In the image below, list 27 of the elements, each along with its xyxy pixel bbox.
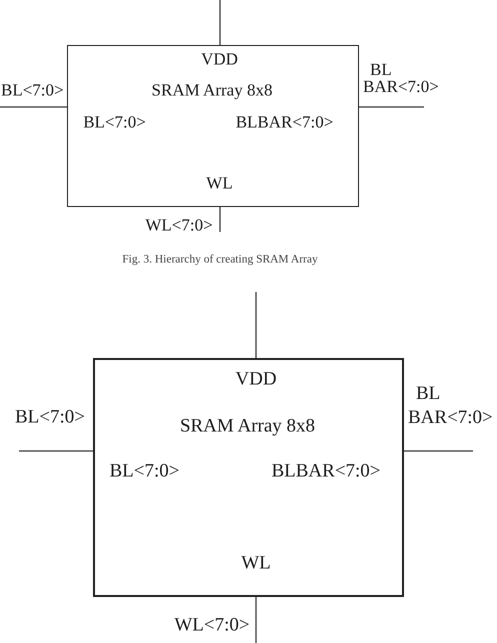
pin-label: BLBAR<7:0> bbox=[236, 113, 334, 130]
pin-label: VDD bbox=[201, 50, 238, 67]
block-symbol bbox=[93, 358, 404, 597]
pin-label: WL bbox=[206, 174, 233, 191]
pin-line bbox=[359, 106, 424, 108]
block-title: SRAM Array 8x8 bbox=[152, 81, 272, 98]
pin-label: WL bbox=[241, 554, 271, 572]
pin-label: WL<7:0> bbox=[145, 216, 213, 234]
block-symbol bbox=[67, 45, 359, 207]
figure-caption: Fig. 3. Hierarchy of creating SRAM Array bbox=[122, 254, 318, 266]
pin-label: BL BAR<7:0> bbox=[408, 382, 493, 430]
pin-line bbox=[0, 106, 67, 108]
pin-label: BL<7:0> bbox=[15, 408, 85, 426]
pin-line bbox=[404, 450, 473, 452]
pin-label: VDD bbox=[235, 370, 277, 388]
pin-line bbox=[255, 292, 257, 358]
pin-line bbox=[219, 207, 221, 232]
pin-line bbox=[19, 450, 93, 452]
pin-label: BL<7:0> bbox=[110, 462, 180, 480]
pin-label: WL<7:0> bbox=[174, 616, 250, 634]
pin-label: BL BAR<7:0> bbox=[363, 61, 439, 95]
pin-label: BL<7:0> bbox=[83, 113, 146, 130]
block-title: SRAM Array 8x8 bbox=[180, 416, 316, 436]
pin-line bbox=[255, 597, 257, 643]
pin-line bbox=[219, 0, 221, 45]
pin-label: BLBAR<7:0> bbox=[271, 462, 381, 480]
pin-label: BL<7:0> bbox=[1, 82, 64, 98]
